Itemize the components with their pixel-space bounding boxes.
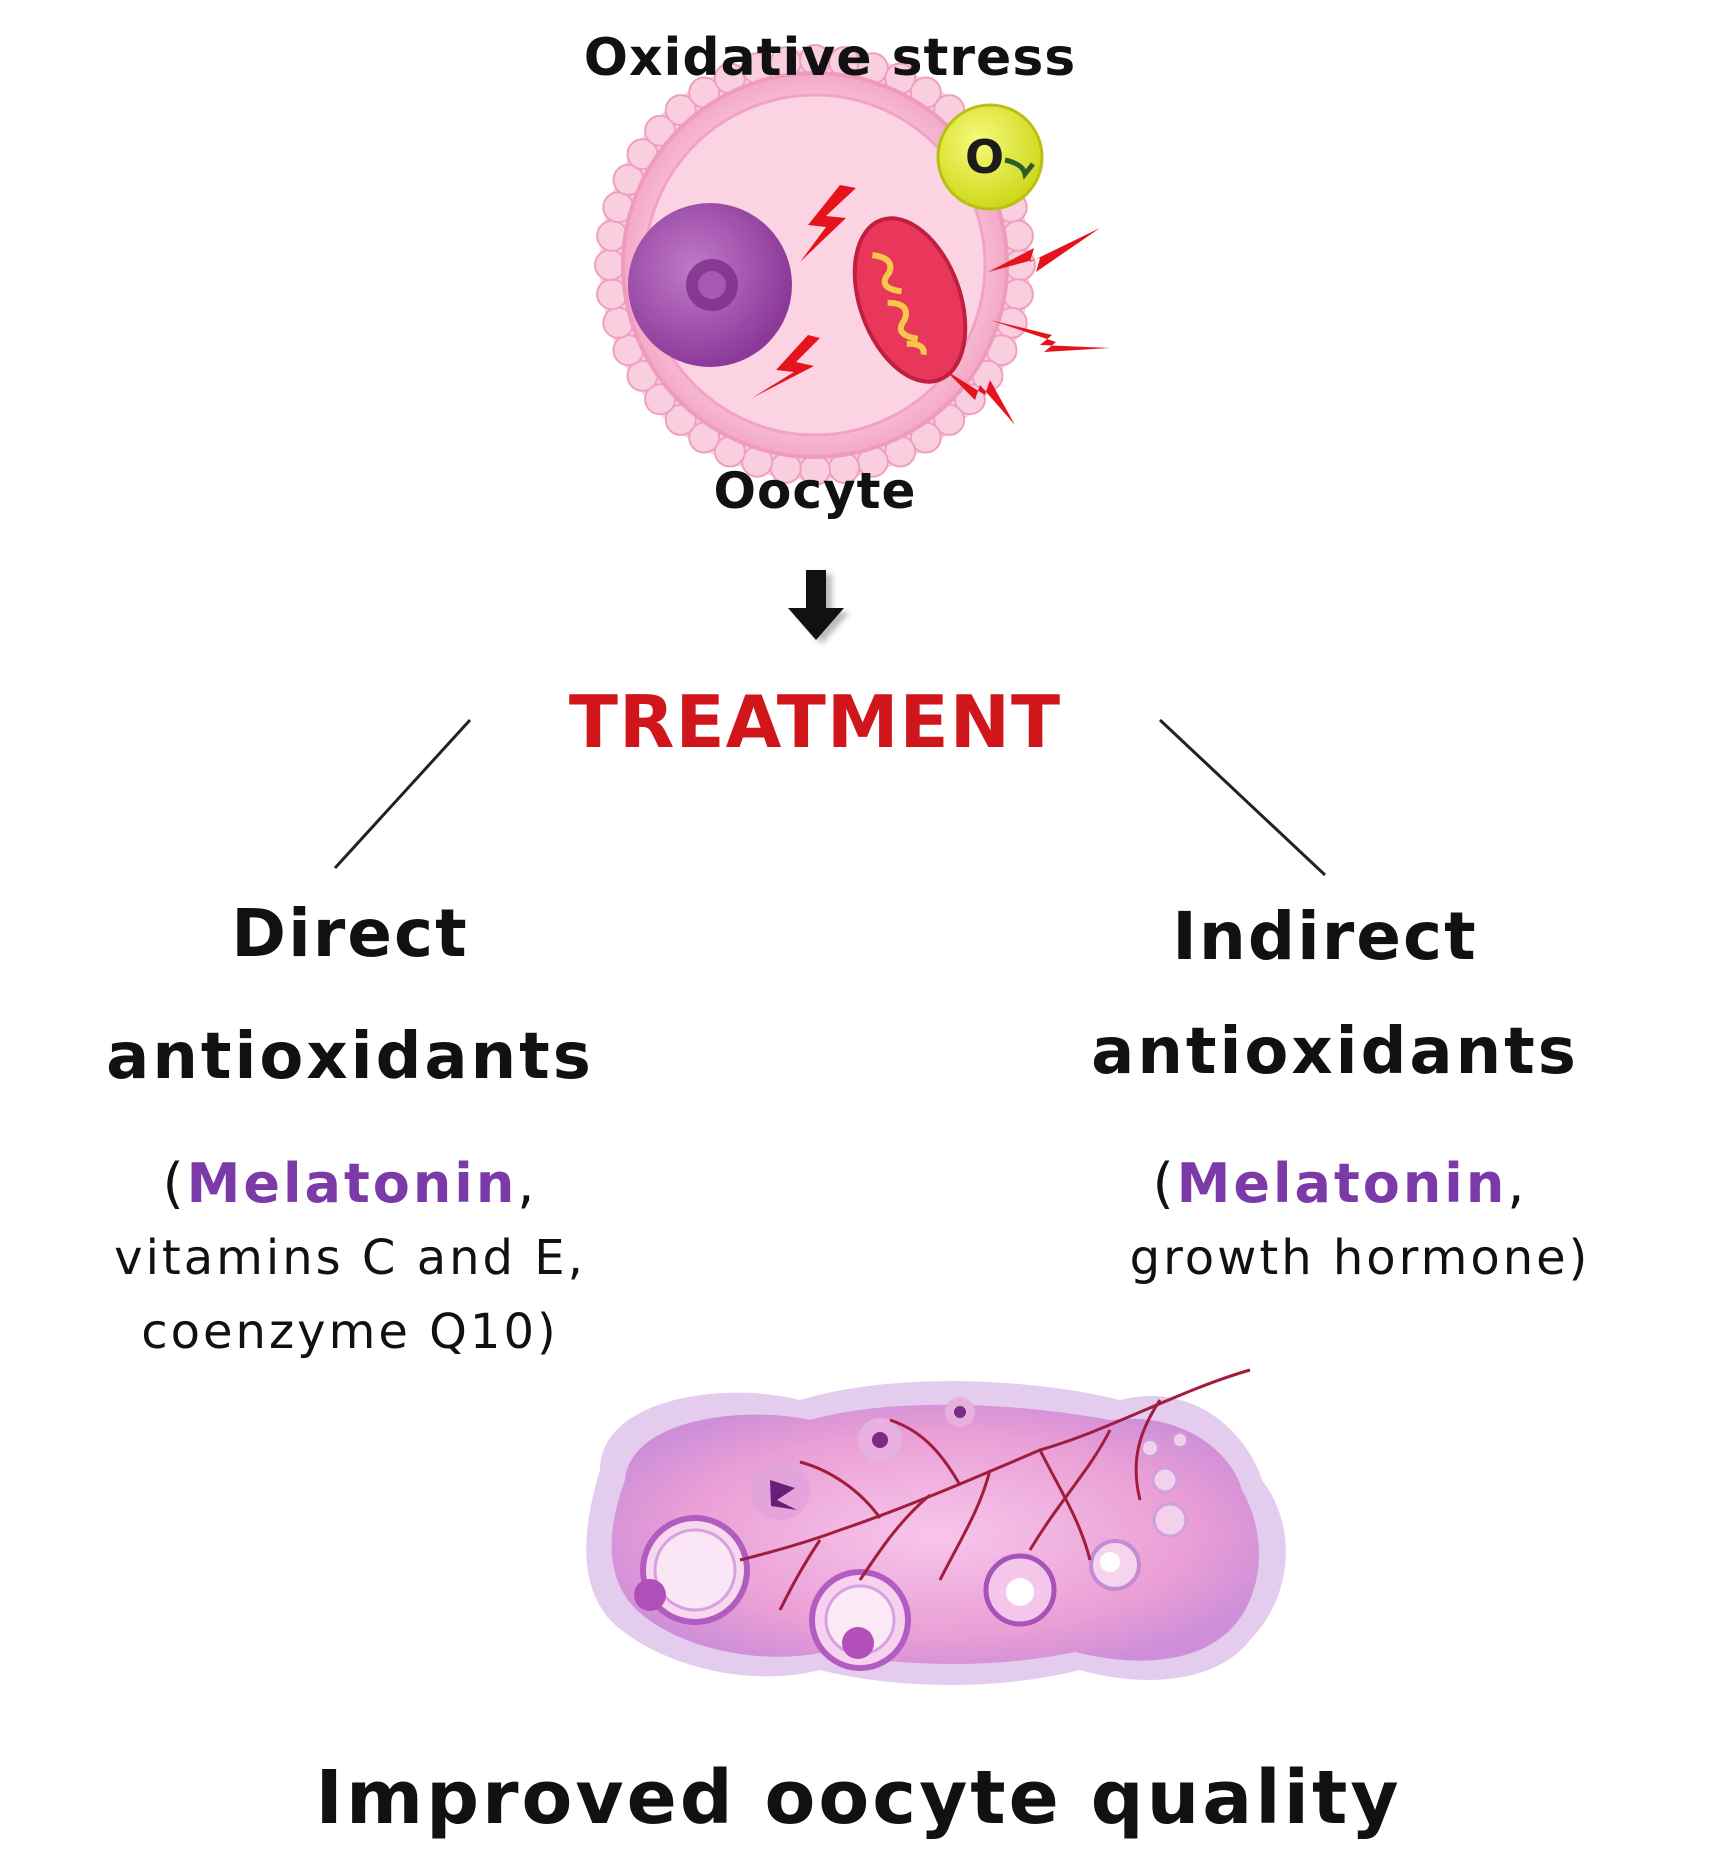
direct-melatonin-line: (Melatonin, <box>20 1148 680 1220</box>
oxidative-stress-title: Oxidative stress <box>583 28 1077 88</box>
lightning-icon <box>988 228 1100 272</box>
oocyte-icon <box>594 44 1036 486</box>
lightning-bolts <box>752 185 1110 425</box>
paren-open: ( <box>1152 1152 1177 1215</box>
indirect-antioxidants-label: antioxidants <box>1010 1015 1660 1089</box>
comma: , <box>1507 1152 1528 1215</box>
down-arrow-icon <box>788 570 850 644</box>
indirect-melatonin-line: (Melatonin, <box>1040 1148 1640 1220</box>
lightning-icon <box>800 185 856 262</box>
direct-coenzyme-line: coenzyme Q10) <box>141 1304 559 1360</box>
mitochondrion-icon <box>852 216 968 384</box>
indirect-antioxidants-text: antioxidants <box>1091 1015 1579 1089</box>
svg-text:O: O <box>965 130 1004 184</box>
direct-antioxidants-text: antioxidants <box>106 1020 594 1094</box>
branch-line-left <box>333 718 472 870</box>
o2-badge-icon: O <box>936 103 1044 211</box>
lightning-icon <box>945 370 1015 425</box>
lightning-icon <box>990 320 1110 352</box>
indirect-growth-hormone-line: growth hormone) <box>1129 1230 1591 1286</box>
oocyte-label: Oocyte <box>713 462 917 520</box>
improved-oocyte-quality-label: Improved oocyte quality <box>315 1755 1402 1841</box>
melatonin-text: Melatonin <box>1176 1152 1508 1215</box>
granulosa-cell <box>594 249 626 281</box>
direct-label: Direct <box>231 895 469 972</box>
branch-line-right <box>1158 718 1327 877</box>
melatonin-text: Melatonin <box>186 1152 518 1215</box>
direct-vitamins-line: vitamins C and E, <box>114 1230 586 1286</box>
ovary-icon <box>586 1368 1286 1685</box>
paren-open: ( <box>162 1152 187 1215</box>
lightning-icon <box>752 335 820 398</box>
treatment-heading: TREATMENT <box>568 680 1062 764</box>
indirect-label: Indirect <box>1172 898 1478 975</box>
comma: , <box>517 1152 538 1215</box>
direct-antioxidants-label: antioxidants <box>20 1020 680 1094</box>
